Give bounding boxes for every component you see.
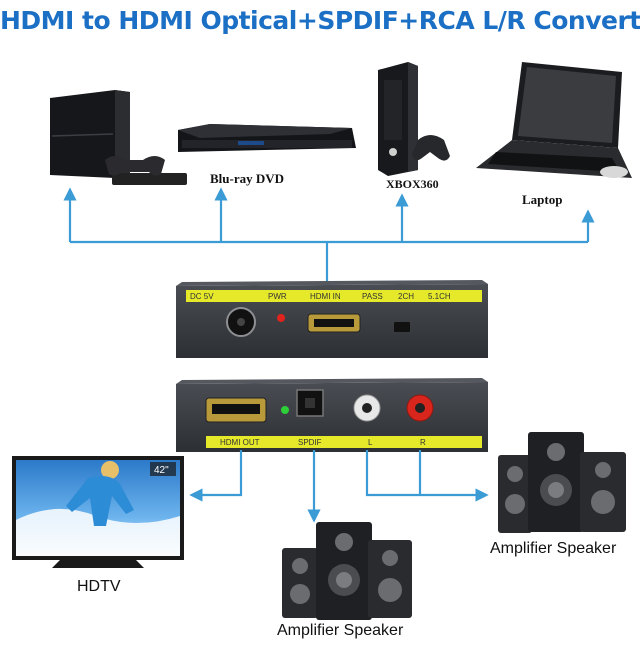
port-pwr: PWR	[268, 292, 287, 301]
input-label-bar	[186, 290, 482, 302]
speaker-right-label: Amplifier Speaker	[490, 540, 617, 557]
xbox-label: XBOX360	[386, 177, 439, 191]
tv-size-badge: 42"	[154, 465, 169, 476]
bluray-player	[178, 124, 356, 152]
laptop-label: Laptop	[522, 192, 562, 207]
xbox-console	[378, 62, 450, 176]
port-2ch: 2CH	[398, 292, 414, 301]
converter-output-panel: HDMI OUT SPDIF L R	[176, 378, 488, 452]
port-dc5v: DC 5V	[190, 292, 214, 301]
output-connections	[189, 450, 489, 523]
output-label-bar	[206, 436, 482, 448]
speaker-bottom-label: Amplifier Speaker	[277, 622, 404, 639]
speaker-set-right	[498, 432, 626, 533]
hdtv-screen: 42"	[12, 456, 184, 568]
speaker-set-bottom	[282, 522, 412, 620]
port-hdmi-in: HDMI IN	[310, 292, 341, 301]
hdtv-label: HDTV	[77, 578, 121, 595]
converter-input-panel: DC 5V PWR HDMI IN PASS 2CH 5.1CH	[176, 280, 488, 358]
port-pass: PASS	[362, 292, 383, 301]
port-hdmi-out: HDMI OUT	[220, 438, 260, 447]
port-l: L	[368, 438, 373, 447]
bluray-label: Blu-ray DVD	[210, 171, 284, 186]
diagram-title: HDMI to HDMI Optical+SPDIF+RCA L/R Conve…	[0, 6, 640, 35]
playstation-console	[50, 90, 187, 185]
port-51ch: 5.1CH	[428, 292, 451, 301]
port-r: R	[420, 438, 426, 447]
port-spdif: SPDIF	[298, 438, 322, 447]
laptop-computer	[476, 62, 632, 178]
